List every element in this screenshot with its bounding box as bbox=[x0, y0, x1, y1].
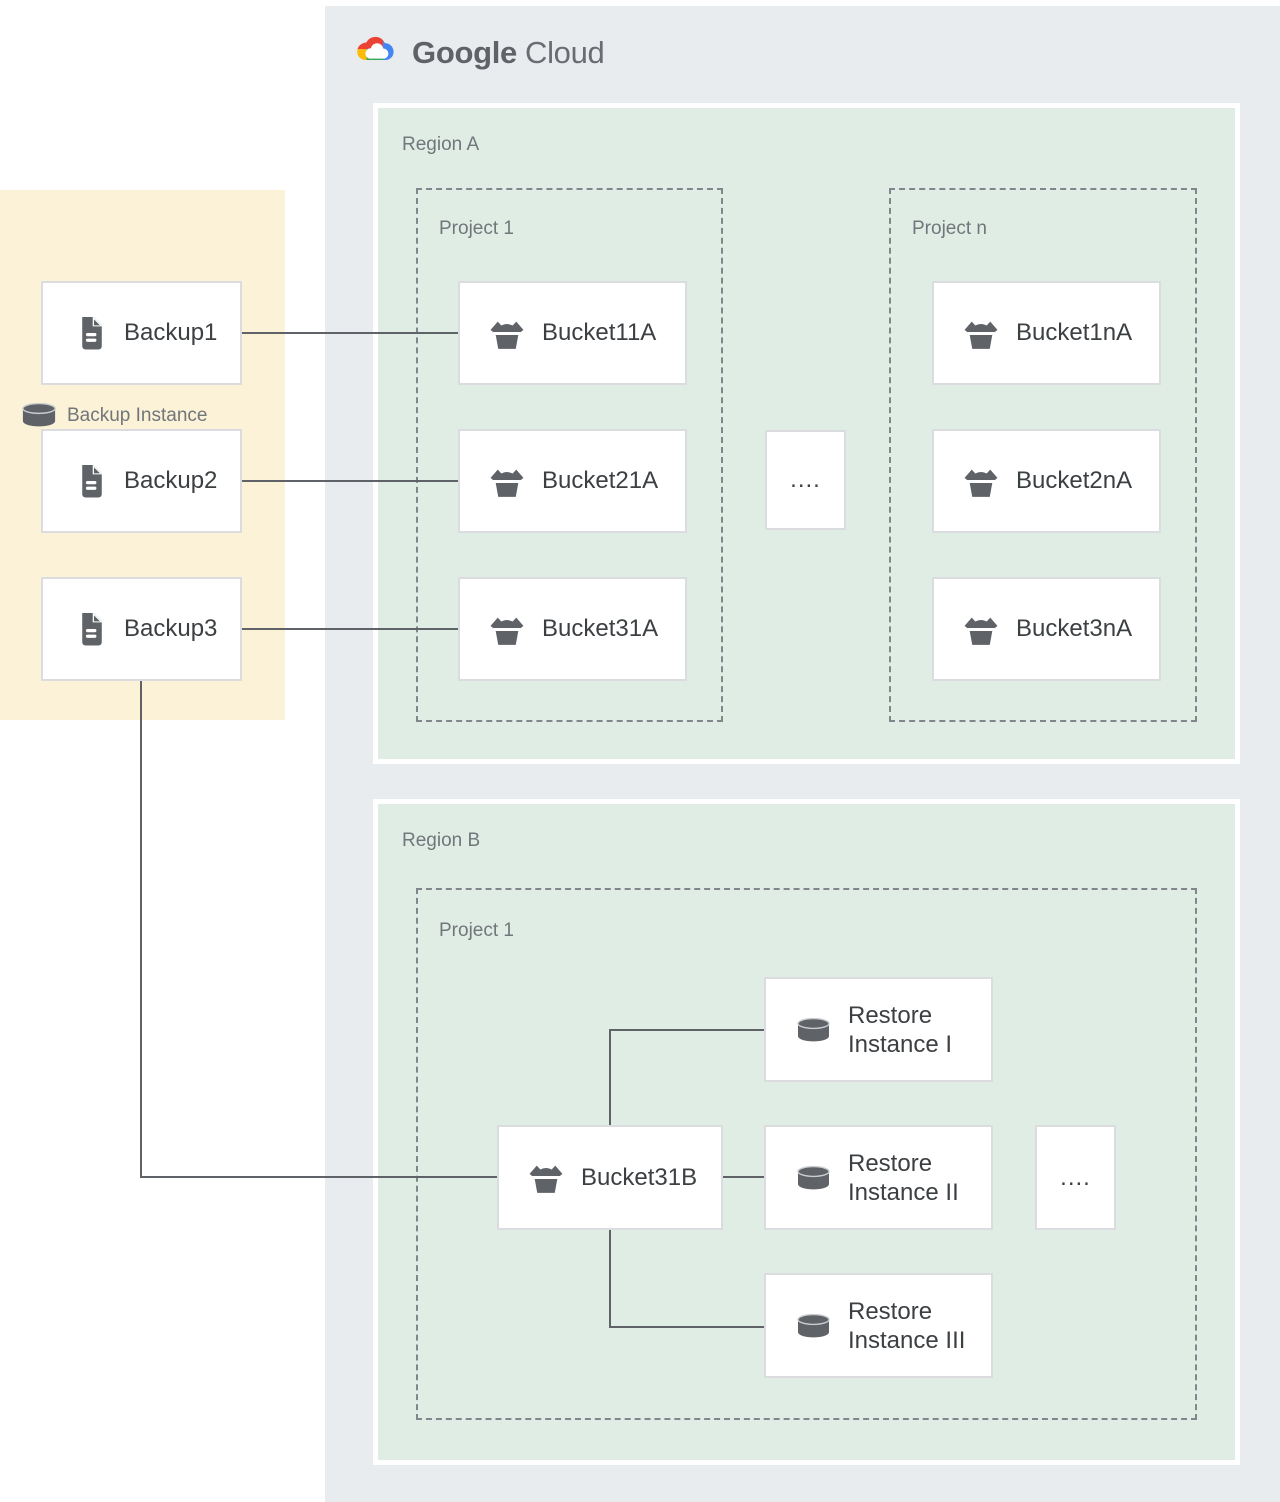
region-a-ellipsis-card: .... bbox=[765, 430, 846, 530]
backup2-card: Backup2 bbox=[41, 429, 242, 533]
backup1-card: Backup1 bbox=[41, 281, 242, 385]
storage-bucket-icon bbox=[963, 317, 999, 350]
database-icon bbox=[22, 402, 56, 428]
logo-word-google: Google bbox=[412, 35, 517, 70]
connector-backup1-bucket11a bbox=[242, 332, 458, 334]
logo-word-cloud: Cloud bbox=[524, 35, 605, 70]
backup2-label: Backup2 bbox=[124, 467, 218, 494]
backup3-card: Backup3 bbox=[41, 577, 242, 681]
ellipsis-text: .... bbox=[1060, 1163, 1091, 1191]
restore-instance-2-label: Restore Instance II bbox=[848, 1149, 959, 1207]
restore-line2: Instance III bbox=[848, 1326, 966, 1354]
backup-instance-label: Backup Instance bbox=[67, 404, 208, 426]
database-icon bbox=[795, 1017, 832, 1043]
storage-bucket-icon bbox=[963, 465, 999, 498]
storage-bucket-icon bbox=[489, 465, 525, 498]
document-icon bbox=[77, 463, 107, 499]
bucket3na-card: Bucket3nA bbox=[932, 577, 1161, 681]
backup-instance-legend: Backup Instance bbox=[20, 402, 207, 429]
bucket2na-label: Bucket2nA bbox=[1016, 467, 1133, 494]
bucket3na-label: Bucket3nA bbox=[1016, 615, 1133, 642]
restore-line1: Restore bbox=[848, 1297, 933, 1325]
region-a-project-n-label: Project n bbox=[912, 218, 987, 239]
database-icon bbox=[795, 1165, 832, 1191]
restore-instance-1-card: Restore Instance I bbox=[764, 977, 993, 1082]
restore-instance-3-label: Restore Instance III bbox=[848, 1297, 965, 1355]
document-icon bbox=[77, 611, 107, 647]
region-a-label: Region A bbox=[402, 134, 480, 155]
connector-bucket31b-restore1-horizontal bbox=[609, 1029, 764, 1031]
connector-bucket31b-restore2 bbox=[723, 1176, 764, 1178]
connector-bucket31b-restore3-vertical bbox=[609, 1230, 611, 1328]
database-icon bbox=[795, 1313, 832, 1339]
connector-backup3-bucket31b bbox=[140, 1176, 497, 1178]
restore-line1: Restore bbox=[848, 1001, 933, 1029]
restore-instance-3-card: Restore Instance III bbox=[764, 1273, 993, 1378]
storage-bucket-icon bbox=[528, 1161, 564, 1194]
region-b-label: Region B bbox=[402, 830, 481, 851]
storage-bucket-icon bbox=[489, 613, 525, 646]
bucket21a-label: Bucket21A bbox=[542, 467, 659, 494]
storage-bucket-icon bbox=[489, 317, 525, 350]
region-b-project-1-box: Project 1 bbox=[416, 888, 1197, 1420]
bucket1na-label: Bucket1nA bbox=[1016, 319, 1133, 346]
bucket11a-label: Bucket11A bbox=[542, 319, 657, 346]
google-cloud-logo-icon bbox=[357, 36, 394, 61]
connector-backup3-down bbox=[140, 681, 142, 1178]
bucket31a-card: Bucket31A bbox=[458, 577, 687, 681]
region-b-project-1-label: Project 1 bbox=[439, 920, 514, 941]
bucket21a-card: Bucket21A bbox=[458, 429, 687, 533]
region-a-project-1-label: Project 1 bbox=[439, 218, 514, 239]
region-b-ellipsis-card: .... bbox=[1035, 1125, 1116, 1230]
bucket2na-card: Bucket2nA bbox=[932, 429, 1161, 533]
ellipsis-text: .... bbox=[790, 466, 821, 493]
backup3-label: Backup3 bbox=[124, 615, 218, 642]
connector-backup2-bucket21a bbox=[242, 480, 458, 482]
bucket1na-card: Bucket1nA bbox=[932, 281, 1161, 385]
restore-line2: Instance I bbox=[848, 1030, 953, 1058]
bucket31b-label: Bucket31B bbox=[581, 1163, 698, 1191]
connector-bucket31b-restore1-vertical bbox=[609, 1029, 611, 1125]
connector-backup3-bucket31a bbox=[242, 628, 458, 630]
region-a-project-1-box: Project 1 bbox=[416, 188, 723, 722]
restore-instance-2-card: Restore Instance II bbox=[764, 1125, 993, 1230]
region-a-project-n-box: Project n bbox=[889, 188, 1197, 722]
connector-bucket31b-restore3-horizontal bbox=[609, 1326, 764, 1328]
restore-line1: Restore bbox=[848, 1149, 933, 1177]
backup1-label: Backup1 bbox=[124, 319, 218, 346]
bucket11a-card: Bucket11A bbox=[458, 281, 687, 385]
bucket31b-card: Bucket31B bbox=[497, 1125, 723, 1230]
bucket31a-label: Bucket31A bbox=[542, 615, 659, 642]
document-icon bbox=[77, 315, 107, 351]
storage-bucket-icon bbox=[963, 613, 999, 646]
restore-line2: Instance II bbox=[848, 1178, 959, 1206]
restore-instance-1-label: Restore Instance I bbox=[848, 1001, 952, 1059]
